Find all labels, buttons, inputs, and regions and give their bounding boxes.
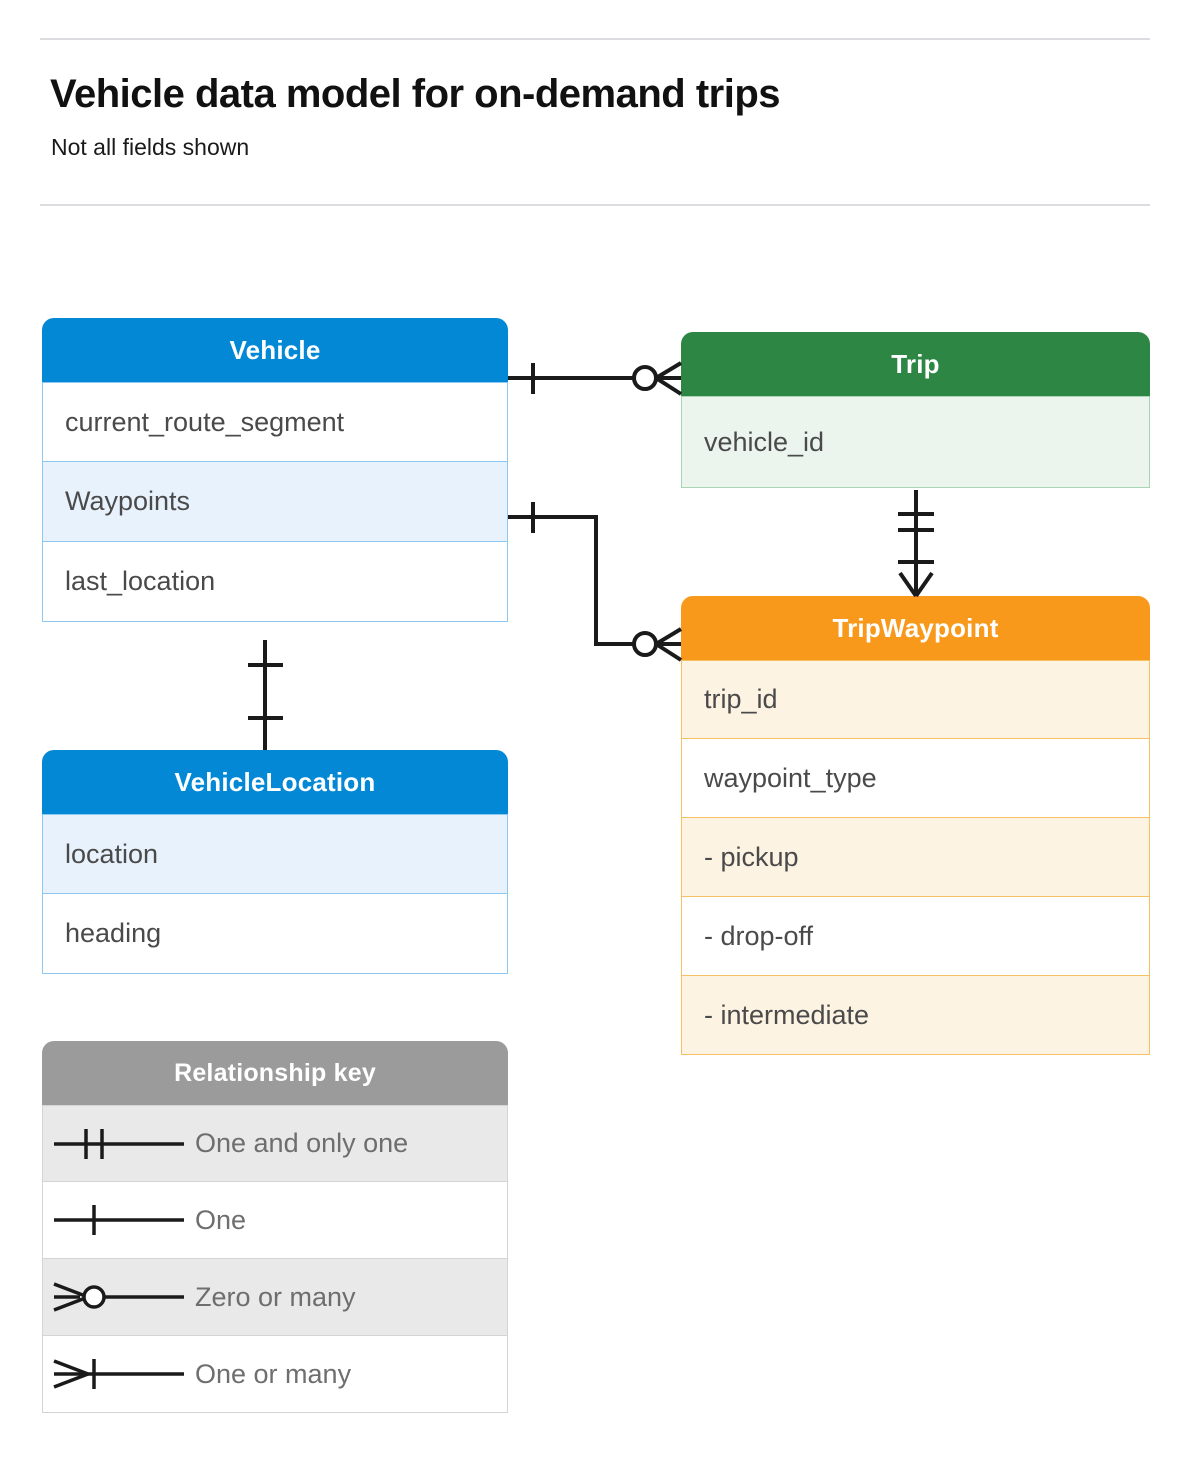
- connector-waypoints-tripwaypoint: [508, 502, 683, 662]
- legend-row[interactable]: Zero or many: [42, 1259, 508, 1336]
- entity-tripwaypoint-title: TripWaypoint: [681, 596, 1150, 660]
- legend-row[interactable]: One or many: [42, 1336, 508, 1413]
- legend-relationship-key[interactable]: Relationship key One and only one: [42, 1041, 508, 1413]
- legend-row-label: One or many: [195, 1358, 352, 1389]
- entity-trip[interactable]: Trip vehicle_id: [681, 332, 1150, 488]
- field-row[interactable]: - drop-off: [681, 897, 1150, 976]
- entity-vehicle-fields: current_route_segment Waypoints last_loc…: [42, 382, 508, 622]
- page-subtitle: Not all fields shown: [51, 134, 250, 160]
- connector-vehicle-trip: [508, 361, 683, 396]
- field-row[interactable]: last_location: [42, 542, 508, 622]
- connector-trip-tripwaypoint: [898, 490, 934, 598]
- field-row[interactable]: vehicle_id: [681, 396, 1150, 488]
- entity-vehiclelocation-title: VehicleLocation: [42, 750, 508, 814]
- field-row[interactable]: location: [42, 814, 508, 894]
- header-divider-top: [40, 38, 1150, 40]
- field-row[interactable]: - pickup: [681, 818, 1150, 897]
- field-row[interactable]: trip_id: [681, 660, 1150, 739]
- field-row[interactable]: waypoint_type: [681, 739, 1150, 818]
- page-title: Vehicle data model for on-demand trips: [50, 72, 781, 116]
- entity-vehicle-title: Vehicle: [42, 318, 508, 382]
- one-or-many-icon: [43, 1354, 195, 1394]
- legend-row-label: One: [195, 1204, 247, 1235]
- zero-or-many-icon: [43, 1277, 195, 1317]
- entity-vehiclelocation[interactable]: VehicleLocation location heading: [42, 750, 508, 974]
- field-row[interactable]: Waypoints: [42, 462, 508, 542]
- legend-title: Relationship key: [42, 1041, 508, 1105]
- entity-tripwaypoint-fields: trip_id waypoint_type - pickup - drop-of…: [681, 660, 1150, 1055]
- entity-tripwaypoint[interactable]: TripWaypoint trip_id waypoint_type - pic…: [681, 596, 1150, 1055]
- one-and-only-one-icon: [43, 1124, 195, 1164]
- legend-row[interactable]: One: [42, 1182, 508, 1259]
- one-icon: [43, 1200, 195, 1240]
- legend-row-label: Zero or many: [195, 1281, 356, 1312]
- entity-trip-fields: vehicle_id: [681, 396, 1150, 488]
- field-row[interactable]: current_route_segment: [42, 382, 508, 462]
- field-row[interactable]: - intermediate: [681, 976, 1150, 1055]
- entity-vehiclelocation-fields: location heading: [42, 814, 508, 974]
- connector-vehicle-vehiclelocation: [248, 640, 283, 750]
- legend-rows: One and only one One: [42, 1105, 508, 1413]
- legend-row[interactable]: One and only one: [42, 1105, 508, 1182]
- entity-trip-title: Trip: [681, 332, 1150, 396]
- legend-row-label: One and only one: [195, 1128, 409, 1158]
- field-row[interactable]: heading: [42, 894, 508, 974]
- header-divider-bottom: [40, 204, 1150, 206]
- entity-vehicle[interactable]: Vehicle current_route_segment Waypoints …: [42, 318, 508, 622]
